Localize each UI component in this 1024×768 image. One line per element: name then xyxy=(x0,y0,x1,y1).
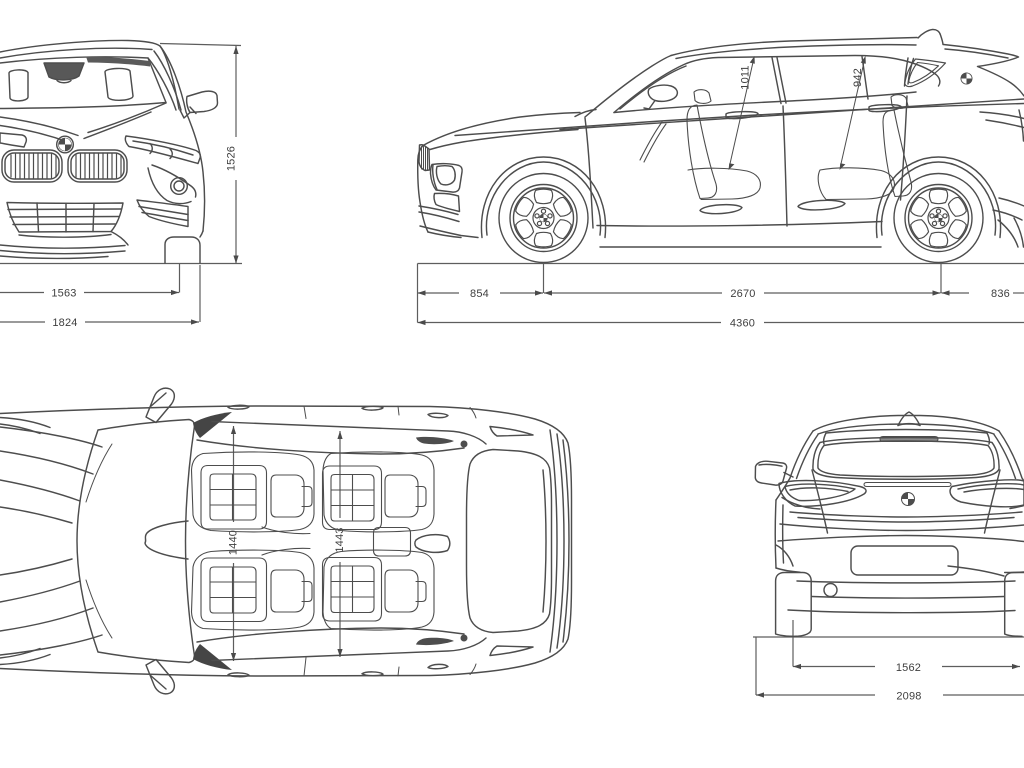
svg-text:1526: 1526 xyxy=(226,146,238,171)
svg-text:4360: 4360 xyxy=(730,318,755,330)
svg-text:1563: 1563 xyxy=(51,288,76,300)
svg-text:854: 854 xyxy=(470,288,489,300)
svg-text:1443: 1443 xyxy=(334,527,346,552)
svg-text:1440: 1440 xyxy=(228,530,240,555)
svg-text:1824: 1824 xyxy=(52,317,77,329)
svg-text:836: 836 xyxy=(991,288,1010,300)
svg-text:2098: 2098 xyxy=(896,691,921,703)
svg-text:2670: 2670 xyxy=(730,288,755,300)
svg-text:1562: 1562 xyxy=(896,662,921,674)
svg-text:942: 942 xyxy=(852,68,864,87)
